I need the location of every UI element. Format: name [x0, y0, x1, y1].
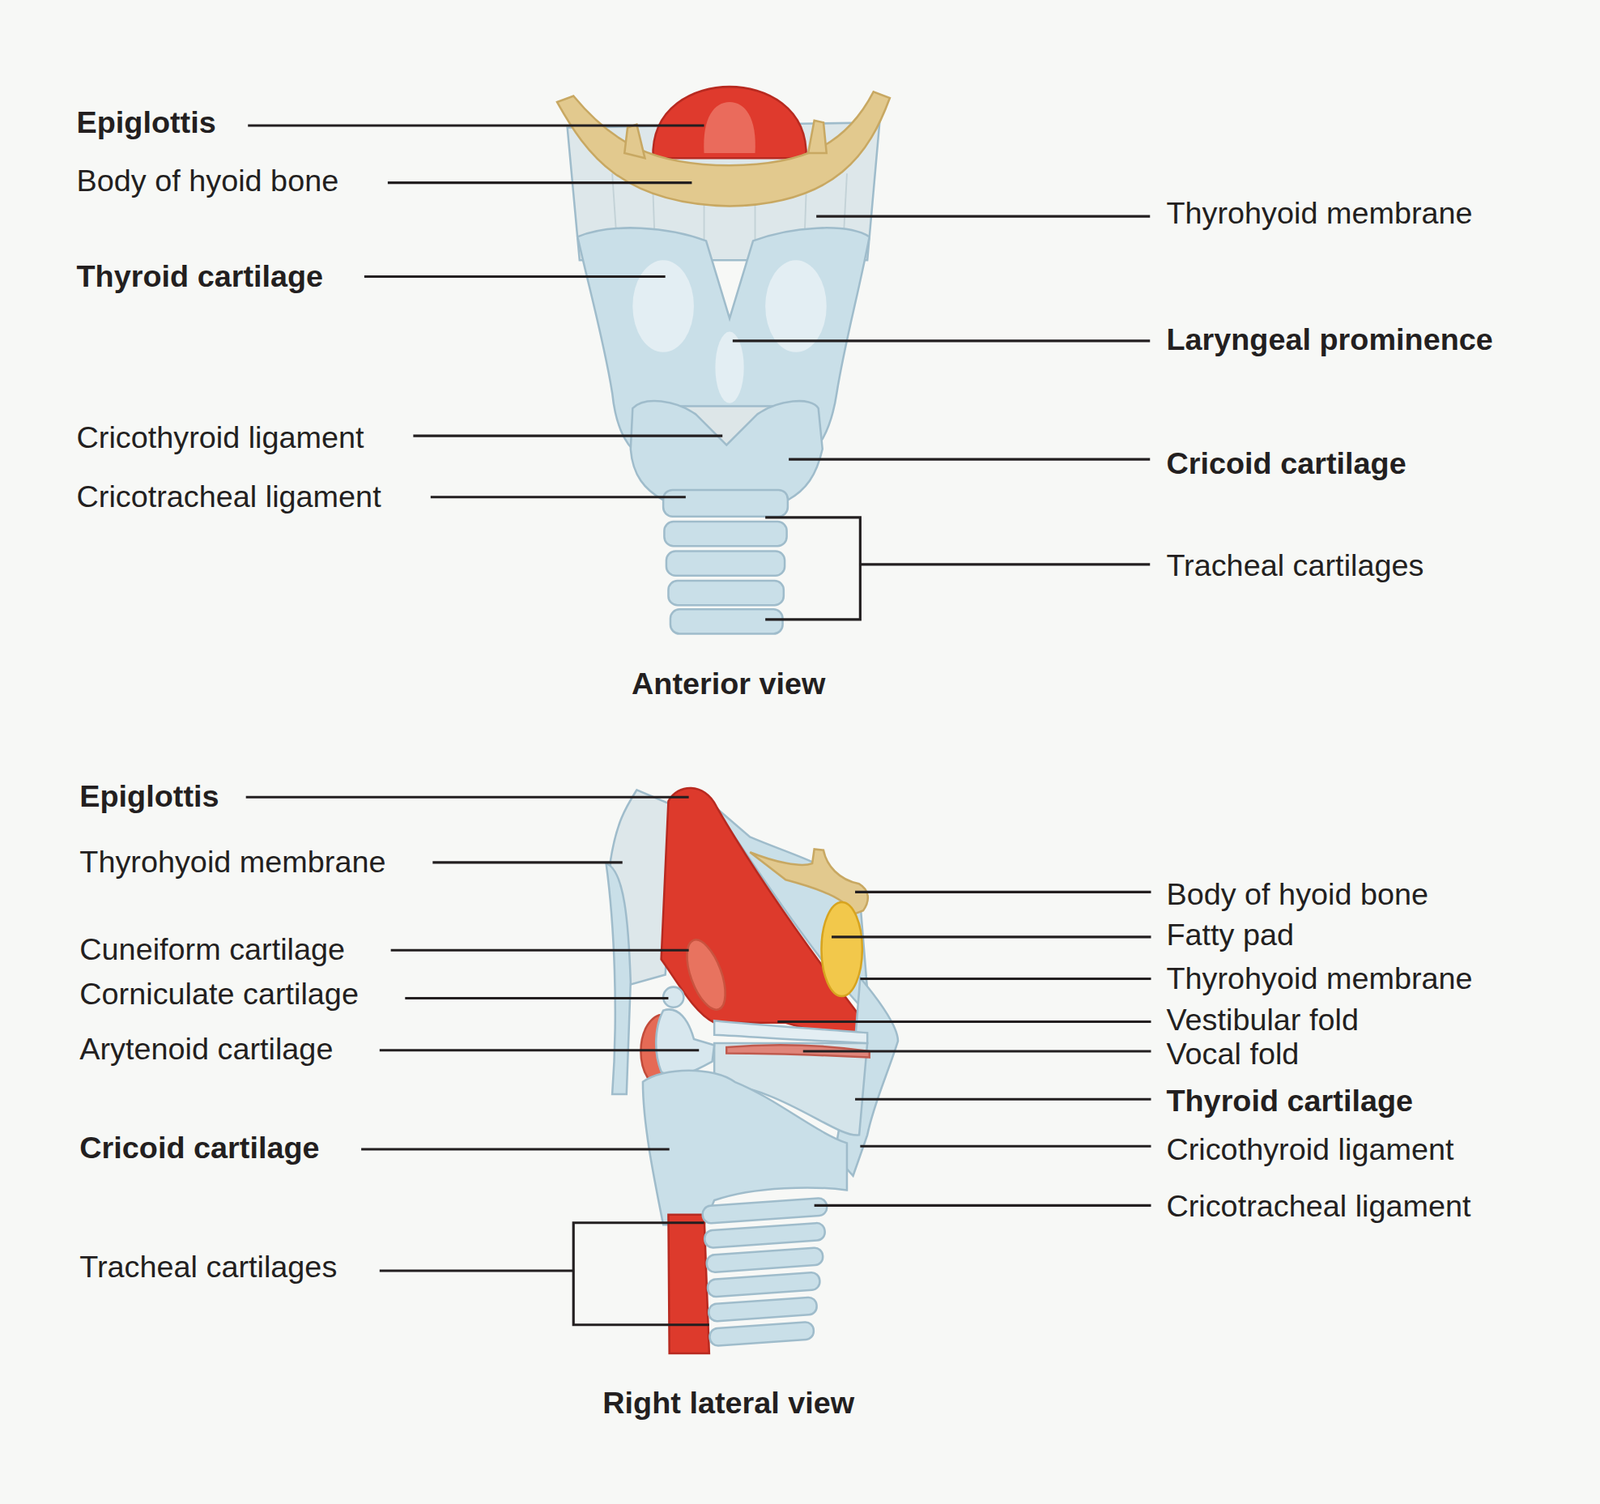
view-caption: Right lateral view — [602, 1385, 855, 1421]
fiber — [703, 204, 706, 245]
part-label: Cricoid cartilage — [1165, 446, 1406, 481]
vestibular-fold-shape — [714, 1020, 868, 1043]
part-label: Vocal fold — [1165, 1036, 1299, 1072]
part-label: Tracheal cartilages — [79, 1248, 337, 1284]
part-label: Thyrohyoid membrane — [79, 844, 386, 880]
leader-line — [855, 1097, 1151, 1101]
leader-line — [859, 977, 1151, 980]
cricoid-cartilage-shape — [642, 1070, 847, 1226]
hyoid-bone — [749, 848, 869, 915]
hyoid-bone — [557, 91, 890, 206]
epiglottis-shape — [652, 86, 806, 158]
tracheal-ring — [706, 1272, 821, 1298]
part-label: Tracheal cartilages — [1165, 548, 1424, 583]
tracheal-ring — [668, 580, 783, 605]
part-label: Corniculate cartilage — [79, 976, 359, 1012]
leader-line — [247, 123, 704, 127]
part-label: Cricotracheal ligament — [76, 479, 382, 515]
part-label: Epiglottis — [79, 778, 219, 814]
tracheal-ring — [663, 489, 788, 517]
leader-line — [246, 795, 690, 799]
tracheal-ring — [663, 521, 787, 546]
leader-line — [364, 275, 666, 278]
tracheal-ring — [666, 551, 785, 576]
leader-line — [732, 339, 1150, 342]
leader-line — [788, 458, 1150, 461]
leader-line — [803, 1049, 1152, 1052]
leader-line — [777, 1020, 1151, 1023]
leader-line — [412, 434, 723, 438]
lesser-horn — [808, 120, 827, 154]
epiglottis-highlight — [703, 102, 756, 154]
leader-line — [855, 890, 1151, 894]
leader-line — [404, 996, 669, 1000]
superior-horn — [606, 863, 631, 1094]
leader-line — [816, 215, 1150, 218]
fatty-pad-shape — [821, 902, 862, 996]
leader-line — [814, 1204, 1152, 1207]
tracheal-ring — [708, 1296, 818, 1322]
part-label: Thyroid cartilage — [76, 259, 324, 294]
leader-lines — [246, 125, 1152, 1325]
leader-line — [391, 948, 690, 952]
leader-line — [387, 181, 693, 184]
part-label: Thyrohyoid membrane — [1165, 195, 1473, 231]
leader-line — [379, 1268, 574, 1272]
tracheal-membrane — [668, 1214, 709, 1354]
part-label: Thyroid cartilage — [1165, 1083, 1413, 1119]
part-label: Cricotracheal ligament — [1165, 1188, 1471, 1224]
part-label: Laryngeal prominence — [1165, 322, 1493, 358]
tracheal-ring — [706, 1246, 824, 1273]
part-label: Arytenoid cartilage — [79, 1031, 333, 1067]
view-caption: Anterior view — [631, 666, 826, 702]
part-label: Body of hyoid bone — [1165, 876, 1429, 912]
laryngeal-prominence-highlight — [714, 331, 744, 404]
part-label: Body of hyoid bone — [76, 163, 340, 199]
arytenoid-cartilage-shape — [655, 1008, 715, 1076]
part-label: Cricothyroid ligament — [76, 420, 365, 456]
leader-line — [430, 495, 686, 498]
leader-line — [831, 935, 1151, 938]
thyroid-highlight — [632, 259, 694, 352]
part-label: Vestibular fold — [1165, 1002, 1358, 1038]
lesser-horn — [624, 124, 645, 159]
cuneiform-cartilage-shape — [679, 934, 734, 1014]
part-label: Cricoid cartilage — [79, 1130, 320, 1166]
leader-line — [379, 1048, 699, 1052]
fiber — [754, 204, 757, 245]
thyroid-cartilage-shape — [577, 227, 869, 457]
part-label: Fatty pad — [1165, 917, 1294, 953]
leader-line — [432, 860, 622, 864]
tracheal-ring — [704, 1221, 826, 1248]
epiglottis-shape — [661, 787, 870, 1047]
leader-line — [361, 1147, 670, 1150]
tracheal-ring — [709, 1321, 815, 1346]
thyroid-highlight — [765, 259, 827, 352]
tracheal-ring — [702, 1197, 828, 1224]
part-label: Thyrohyoid membrane — [1165, 961, 1473, 996]
bracket — [573, 1222, 710, 1325]
leader-line — [859, 562, 1150, 566]
part-label: Cuneiform cartilage — [79, 931, 345, 967]
lateral-larynx — [606, 787, 898, 1354]
part-label: Cricothyroid ligament — [1165, 1131, 1454, 1167]
cricoid-cartilage-shape — [630, 400, 823, 500]
bracket — [765, 517, 860, 620]
leader-line — [859, 1144, 1151, 1148]
part-label: Epiglottis — [76, 105, 217, 141]
anterior-larynx — [557, 86, 890, 634]
tracheal-ring — [670, 608, 783, 634]
